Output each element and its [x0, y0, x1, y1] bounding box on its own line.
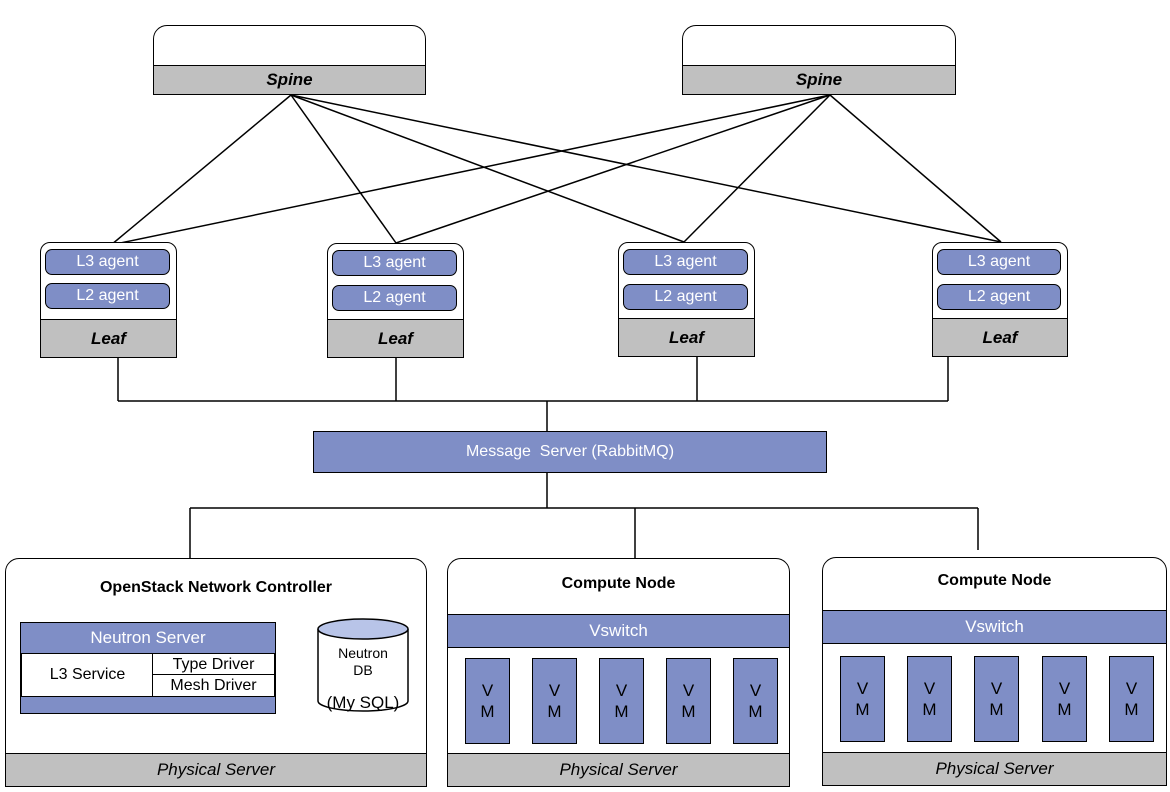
vswitch: Vswitch	[448, 614, 789, 648]
leaf-label: Leaf	[669, 327, 704, 347]
link-spine1-leaf4	[290, 94, 1002, 243]
spine-label: Spine	[795, 70, 843, 89]
leaf-switch-4: L3 agent L2 agent Leaf	[932, 242, 1068, 357]
l3-service: L3 Service	[21, 653, 154, 697]
link-spine2-leaf1	[110, 94, 831, 246]
database-name: Neutron DB	[316, 645, 410, 679]
leaf-switch-2: L3 agent L2 agent Leaf	[327, 243, 464, 358]
link-spine2-leaf4	[829, 94, 1002, 243]
link-spine2-leaf3	[683, 94, 831, 243]
l2-agent: L2 agent	[623, 284, 748, 310]
compute-node-title: Compute Node	[937, 572, 1052, 589]
physical-server-band: Physical Server	[6, 753, 426, 786]
link-spine1-leaf3	[290, 94, 685, 243]
link-spine1-leaf1	[110, 94, 292, 246]
leaf-label: Leaf	[378, 328, 413, 348]
l2-agent: L2 agent	[937, 284, 1061, 310]
leaf-switch-3: L3 agent L2 agent Leaf	[618, 242, 755, 357]
l3-agent: L3 agent	[623, 249, 748, 275]
spine-switch-1: Spine	[153, 25, 426, 95]
spine-label-band: Spine	[154, 65, 425, 94]
spine-label-band: Spine	[683, 65, 955, 94]
l3-agent: L3 agent	[45, 249, 170, 275]
leaf-switch-1: L3 agent L2 agent Leaf	[40, 242, 177, 358]
network-controller: OpenStack Network Controller Neutron Ser…	[5, 558, 427, 787]
l2-agent: L2 agent	[332, 285, 457, 311]
link-spine2-leaf2	[395, 94, 831, 244]
database-caption: (My SQL)	[326, 693, 400, 712]
spine-label: Spine	[266, 70, 313, 89]
leaf-label-band: Leaf	[619, 318, 754, 356]
db-line-1: Neutron	[338, 645, 388, 661]
database-icon	[317, 618, 409, 712]
l3-agent: L3 agent	[332, 250, 457, 276]
compute-node-title: Compute Node	[561, 575, 676, 592]
l3-agent: L3 agent	[937, 249, 1061, 275]
leaf-label-band: Leaf	[328, 319, 463, 357]
physical-server-band: Physical Server	[823, 752, 1166, 785]
link-spine1-leaf2	[290, 94, 397, 244]
vswitch: Vswitch	[823, 610, 1166, 644]
spine-switch-2: Spine	[682, 25, 956, 95]
leaf-label: Leaf	[982, 327, 1018, 347]
l2-agent: L2 agent	[45, 283, 170, 309]
leaf-label-band: Leaf	[41, 319, 176, 357]
message-server: Message Server (RabbitMQ)	[313, 431, 827, 473]
mesh-driver: Mesh Driver	[152, 674, 275, 697]
controller-title: OpenStack Network Controller	[99, 579, 333, 596]
leaf-label-band: Leaf	[933, 318, 1067, 356]
leaf-label: Leaf	[91, 328, 126, 348]
db-line-2: DB	[353, 662, 373, 678]
neutron-server: Neutron Server L3 Service Type Driver Me…	[20, 622, 276, 714]
neutron-server-label: Neutron Server	[90, 628, 206, 647]
type-driver: Type Driver	[152, 653, 275, 676]
physical-server-band: Physical Server	[448, 753, 789, 786]
